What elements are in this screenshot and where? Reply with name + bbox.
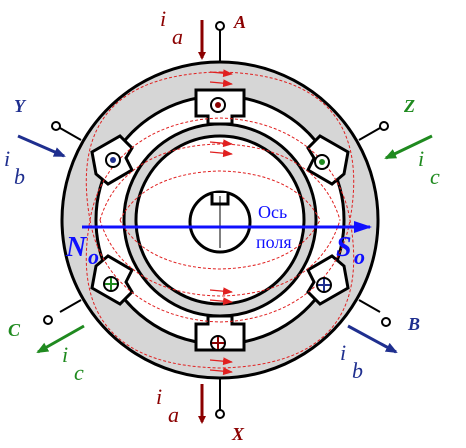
field-direction-arrows — [209, 69, 233, 376]
conductor-a-top — [210, 97, 226, 113]
shaft — [188, 190, 252, 254]
terminal-label-c: C — [8, 320, 21, 340]
current-label-ib-right: i b — [340, 340, 363, 383]
magnetic-field-lines — [85, 71, 355, 369]
terminal-label-a: A — [233, 12, 246, 32]
svg-text:o: o — [88, 244, 99, 269]
conductor-z — [314, 154, 330, 170]
svg-text:a: a — [168, 402, 179, 427]
axis-label-line2: поля — [256, 232, 292, 252]
svg-text:i: i — [160, 6, 166, 31]
current-arrow-b-left — [17, 134, 66, 158]
current-arrow-c-left — [36, 324, 85, 354]
terminal-label-x: X — [231, 424, 245, 444]
conductor-b — [316, 277, 332, 293]
svg-text:i: i — [418, 146, 424, 171]
svg-text:c: c — [430, 164, 440, 189]
terminal-label-y: Y — [14, 96, 27, 116]
svg-text:i: i — [62, 342, 68, 367]
svg-text:i: i — [340, 340, 346, 365]
pole-label-south: S o — [336, 232, 365, 269]
svg-text:o: o — [354, 244, 365, 269]
terminal-leads — [43, 21, 391, 419]
svg-text:i: i — [4, 146, 10, 171]
svg-text:N: N — [65, 232, 88, 263]
terminal-label-z: Z — [403, 96, 415, 116]
svg-text:b: b — [352, 358, 363, 383]
current-label-ic-right: i c — [418, 146, 440, 189]
svg-text:b: b — [14, 164, 25, 189]
svg-text:a: a — [172, 24, 183, 49]
conductor-y — [105, 152, 121, 168]
axis-label-line1: Ось — [258, 202, 287, 222]
pole-label-north: N o — [65, 232, 99, 269]
current-arrow-b-right — [347, 324, 398, 354]
current-label-ia-bottom: i a — [156, 384, 179, 427]
current-label-ia-top: i a — [160, 6, 183, 49]
conductor-c — [103, 276, 119, 292]
current-label-ib-left: i b — [4, 146, 25, 189]
svg-text:i: i — [156, 384, 162, 409]
current-arrow-c-right — [384, 134, 433, 160]
svg-text:c: c — [74, 360, 84, 385]
conductor-x-bottom — [210, 335, 226, 351]
terminal-label-b: B — [407, 314, 420, 334]
svg-text:S: S — [336, 232, 352, 263]
current-label-ic-left: i c — [62, 342, 84, 385]
